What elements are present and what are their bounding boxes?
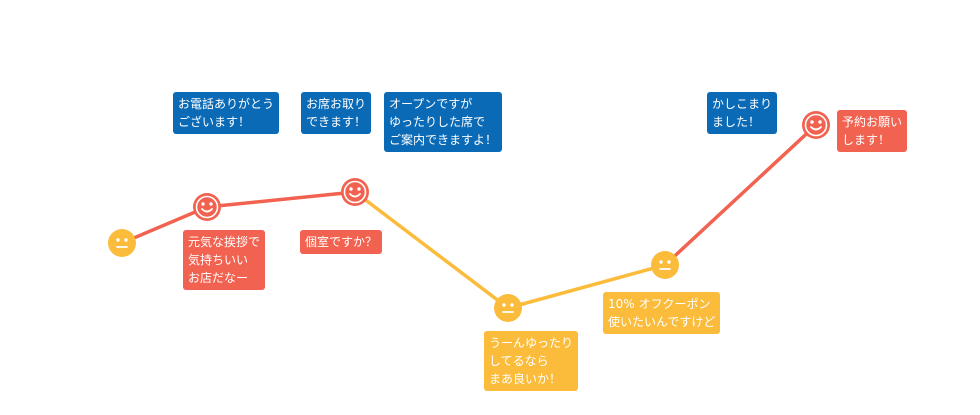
staff-bubble-seat-available: お席お取り できます！ [301,92,372,134]
customer-bubble-coupon: 10% オフクーポン 使いたいんですけど [603,292,721,334]
journey-segment [663,123,818,267]
journey-line [120,123,818,310]
neutral-face-icon [108,229,136,257]
journey-segment [506,263,667,310]
journey-segment [120,205,209,245]
customer-bubble-reserve: 予約お願い します！ [837,110,908,152]
staff-bubble-confirm: かしこまり ました！ [707,92,778,134]
smiley-face-icon [802,111,830,139]
journey-segment [205,190,357,209]
mood-faces [108,111,830,322]
customer-bubble-acceptable: うーんゆったり してるなら まあ良いか！ [484,331,579,391]
customer-bubble-nice-greeting: 元気な挨拶で 気持ちいい お店だなー [183,230,266,290]
customer-bubble-private-room: 個室ですか？ [300,230,383,254]
neutral-face-icon [494,294,522,322]
smiley-face-icon [341,178,369,206]
staff-bubble-greeting: お電話ありがとう ございます！ [173,92,280,134]
smiley-face-icon [193,193,221,221]
journey-segment [353,190,510,310]
staff-bubble-open-seating: オープンですが ゆったりした席で ご案内できますよ！ [384,92,503,152]
neutral-face-icon [651,251,679,279]
